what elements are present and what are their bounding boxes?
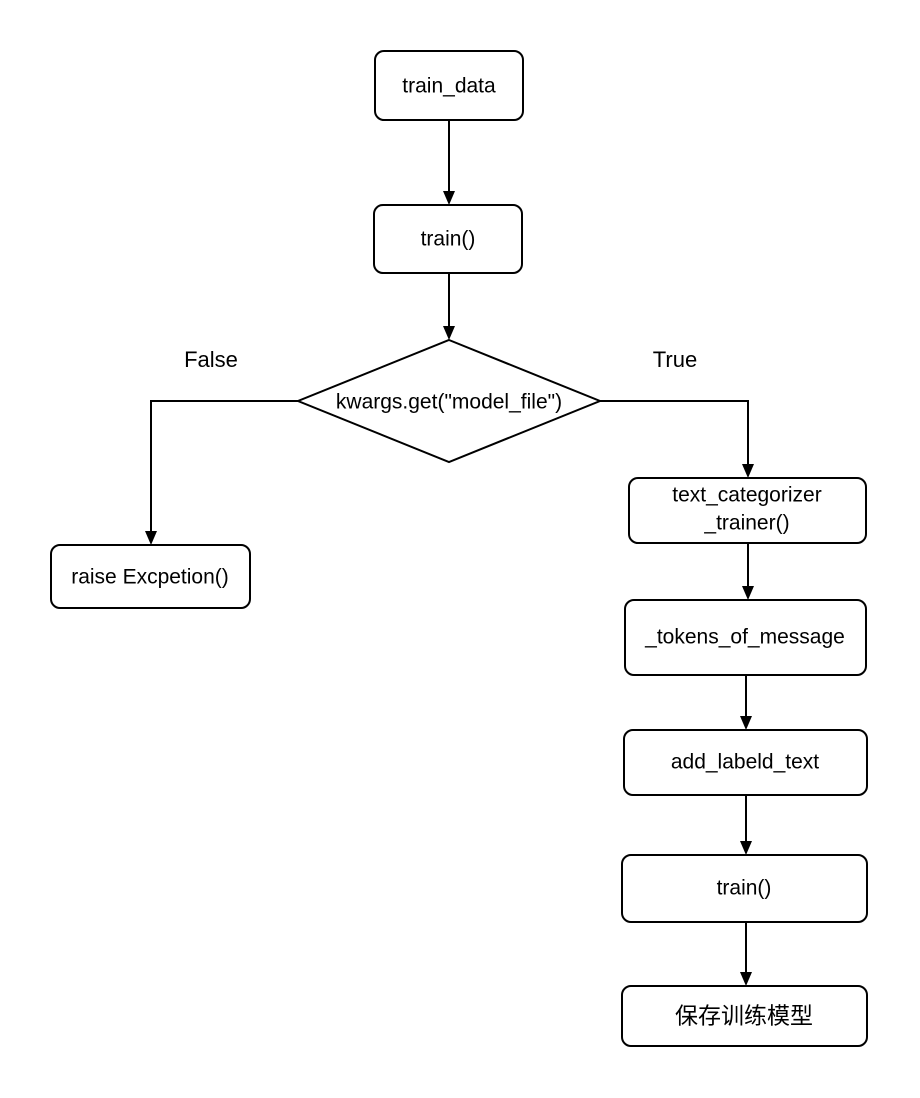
node-label: train() — [717, 877, 772, 900]
arrowhead-icon — [742, 586, 754, 600]
arrowhead-icon — [742, 464, 754, 478]
node-text-categorizer-trainer[interactable]: text_categorizer _trainer() — [628, 477, 867, 544]
arrowhead-icon — [740, 841, 752, 855]
node-box[interactable] — [624, 599, 867, 676]
node-label: train_data — [402, 75, 496, 98]
node-label: raise Excpetion() — [71, 566, 229, 589]
node-label-line1: text_categorizer — [672, 484, 821, 507]
node-label: train() — [421, 228, 476, 251]
edge-decision-raise-exception — [145, 400, 298, 545]
branch-label-true: True — [653, 347, 697, 372]
node-label: 保存训练模型 — [675, 1004, 813, 1030]
edge-train_data-train_entry — [443, 120, 455, 205]
node-box[interactable] — [373, 204, 523, 274]
node-train-data[interactable]: train_data — [374, 50, 524, 121]
edges-layer — [145, 120, 754, 986]
decision-diamond[interactable] — [295, 338, 603, 464]
node-box[interactable] — [50, 544, 251, 609]
branch-labels-layer: False True — [184, 347, 697, 372]
node-box[interactable] — [621, 985, 868, 1047]
edge-decision-text-categorizer — [600, 400, 754, 478]
edge-train-call-save-model — [740, 922, 752, 986]
arrowhead-icon — [443, 326, 455, 340]
arrowhead-icon — [145, 531, 157, 545]
edge-train_entry-decision — [443, 273, 455, 340]
edge-add-labeld-train-call — [740, 795, 752, 855]
node-raise-exception[interactable]: raise Excpetion() — [50, 544, 251, 609]
node-box[interactable] — [621, 854, 868, 923]
node-label: _tokens_of_message — [644, 626, 845, 649]
arrowhead-icon — [443, 191, 455, 205]
branch-label-false: False — [184, 347, 238, 372]
nodes-layer: train_data train() kwargs.get("model_fil… — [50, 50, 868, 1047]
node-label: add_labeld_text — [671, 751, 819, 774]
node-box[interactable] — [628, 477, 867, 544]
edge-tokens-add-labeld — [740, 675, 752, 730]
edge-line — [600, 400, 749, 464]
node-save-model[interactable]: 保存训练模型 — [621, 985, 868, 1047]
arrowhead-icon — [740, 972, 752, 986]
edge-line — [150, 400, 298, 531]
node-box[interactable] — [374, 50, 524, 121]
node-add-labeld-text[interactable]: add_labeld_text — [623, 729, 868, 796]
edge-text-categorizer-tokens — [742, 543, 754, 600]
node-box[interactable] — [623, 729, 868, 796]
node-decision-model-file[interactable]: kwargs.get("model_file") — [295, 338, 603, 464]
node-label: kwargs.get("model_file") — [336, 391, 562, 414]
node-train-call[interactable]: train() — [621, 854, 868, 923]
node-train-entry[interactable]: train() — [373, 204, 523, 274]
node-label-line2: _trainer() — [703, 512, 789, 535]
arrowhead-icon — [740, 716, 752, 730]
node-tokens-of-message[interactable]: _tokens_of_message — [624, 599, 867, 676]
